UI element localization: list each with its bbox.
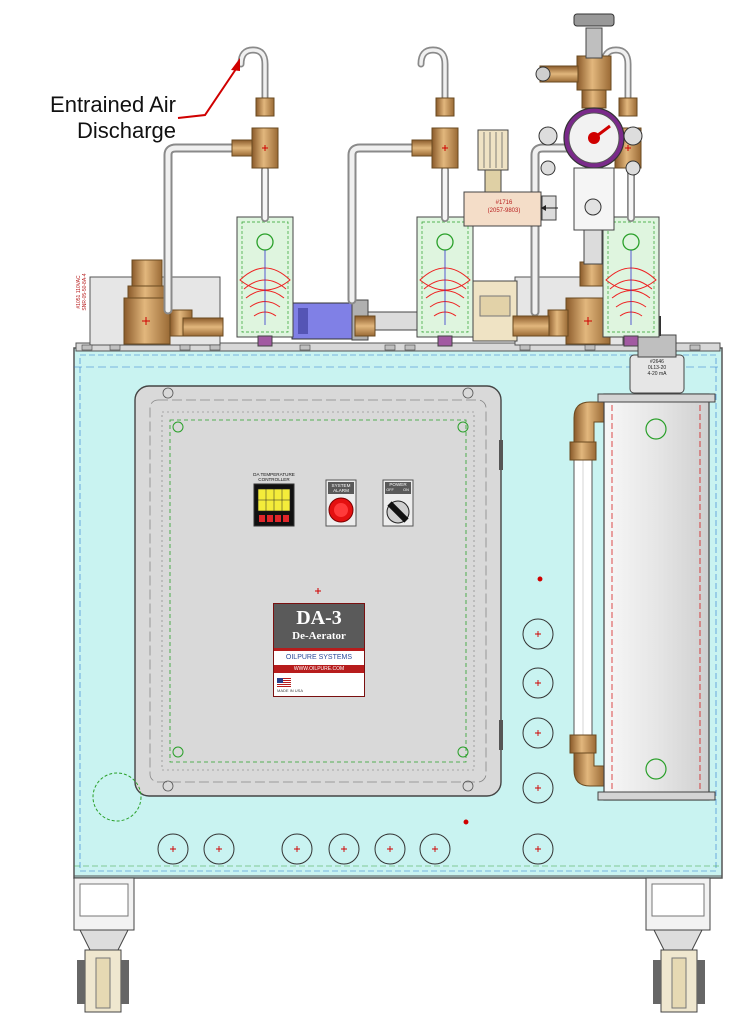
flowmeter-right [602, 216, 660, 347]
left-caster [73, 877, 135, 1013]
control-panel [134, 385, 503, 797]
website: WWW.OILPURE.COM [274, 665, 364, 673]
model-name: DA-3 [296, 607, 342, 629]
piping [163, 46, 635, 317]
alarm-label: SYSTEM ALARM [328, 483, 354, 493]
pressure-regulator [463, 129, 558, 227]
part-tag-sub: (2057-9803) [487, 208, 521, 214]
port-crosshairs [170, 576, 543, 852]
callout-line-2: Discharge [76, 118, 176, 143]
vertical-equipment-tag: #1051 110VAC SNR-05-50-8A-4 [76, 273, 88, 311]
nameplate: DA-3 De-Aerator OILPURE SYSTEMS WWW.OILP… [273, 603, 365, 697]
pressure-gauge [535, 13, 643, 265]
part-tag-main: #1716 [495, 200, 513, 206]
callout-line-1: Entrained Air [50, 92, 176, 117]
tank-ports [92, 618, 554, 865]
sensor-tag: #2646 0L13-20 4-20 mA [647, 359, 667, 377]
brand-name: OILPURE SYSTEMS [274, 648, 364, 663]
us-flag-icon [277, 678, 291, 687]
plate-bolts [81, 344, 701, 351]
flowmeter-left [236, 216, 294, 347]
temperature-controller[interactable] [253, 483, 295, 527]
panel-fasteners [172, 421, 469, 758]
callout-arrow [177, 58, 240, 119]
model-subtitle: De-Aerator [292, 630, 346, 642]
nameplate-header: DA-3 De-Aerator [274, 604, 364, 648]
level-sight-glass [569, 401, 605, 787]
flowmeter-middle [416, 216, 474, 347]
power-on-label: ON [403, 488, 409, 492]
brass-fittings [182, 97, 642, 337]
vertical-column [597, 316, 716, 801]
entrained-air-callout: Entrained Air Discharge [6, 92, 176, 144]
right-caster [645, 877, 711, 1013]
left-ball-valve [123, 259, 193, 345]
power-label: POWER [385, 482, 411, 487]
made-in-label: MADE IN USA [277, 688, 304, 693]
right-ball-valve [547, 261, 611, 345]
solenoid-valve [472, 280, 518, 342]
controller-label: DA TEMPERATURE CONTROLLER [253, 472, 295, 482]
power-off-label: OFF [386, 488, 394, 492]
